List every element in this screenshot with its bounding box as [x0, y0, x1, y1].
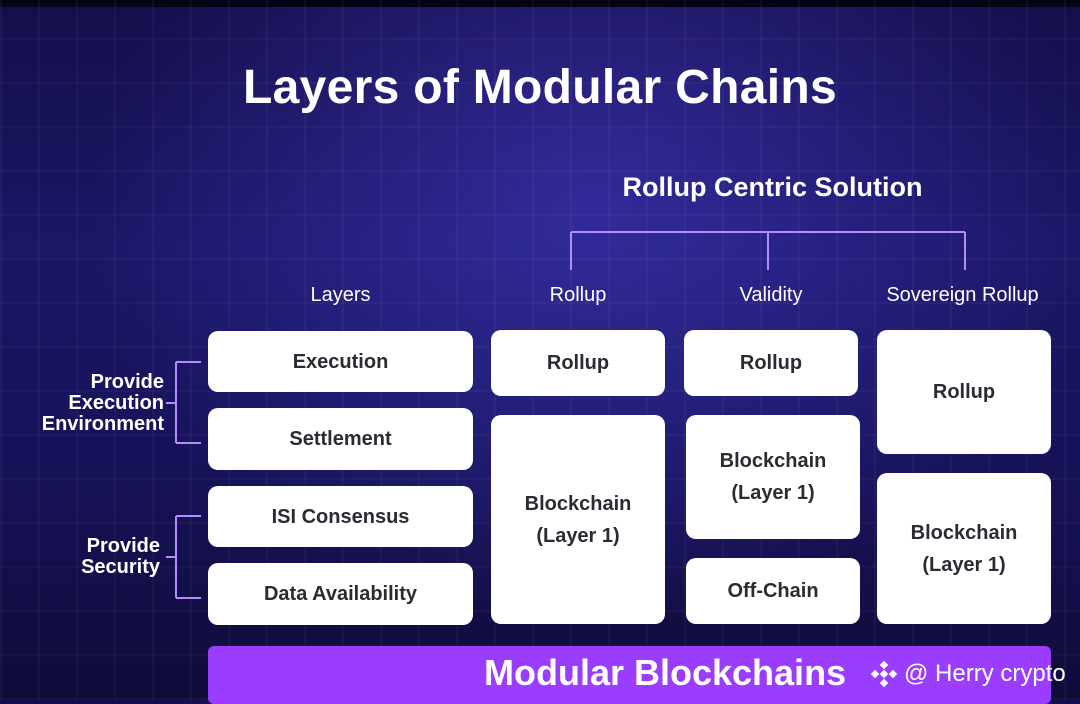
side-label-execution-env: Provide Execution Environment — [41, 371, 164, 435]
column-header-sovereign: Sovereign Rollup — [886, 284, 1039, 306]
validity-col-off-chain: Off-Chain — [686, 558, 860, 624]
rollup-col-rollup: Rollup — [491, 330, 665, 396]
modular-blockchains-banner — [208, 646, 1051, 704]
top-bar — [0, 0, 1080, 7]
layer-consensus: ISI Consensus — [208, 486, 473, 547]
sovereign-col-blockchain: Blockchain (Layer 1) — [877, 473, 1051, 624]
validity-col-rollup: Rollup — [684, 330, 858, 396]
rollup-col-blockchain: Blockchain (Layer 1) — [491, 415, 665, 624]
column-header-layers: Layers — [310, 284, 371, 306]
rollup-centric-bracket — [570, 231, 966, 270]
validity-col-blockchain: Blockchain (Layer 1) — [686, 415, 860, 539]
layer-settlement: Settlement — [208, 408, 473, 470]
column-header-validity: Validity — [739, 284, 803, 306]
sovereign-col-rollup: Rollup — [877, 330, 1051, 454]
diamond-logo-icon — [870, 660, 898, 688]
security-bracket — [166, 515, 201, 599]
watermark-text: @ Herry crypto — [904, 660, 1066, 687]
column-header-rollup: Rollup — [549, 284, 607, 306]
execution-env-bracket — [166, 361, 201, 444]
rollup-centric-label: Rollup Centric Solution — [622, 172, 923, 202]
banner-label: Modular Blockchains — [484, 652, 847, 693]
page-title: Layers of Modular Chains — [243, 61, 837, 114]
watermark: @ Herry crypto — [870, 660, 1066, 688]
layer-data-availability: Data Availability — [208, 563, 473, 625]
layer-execution: Execution — [208, 331, 473, 392]
side-label-security: Provide Security — [81, 535, 160, 578]
